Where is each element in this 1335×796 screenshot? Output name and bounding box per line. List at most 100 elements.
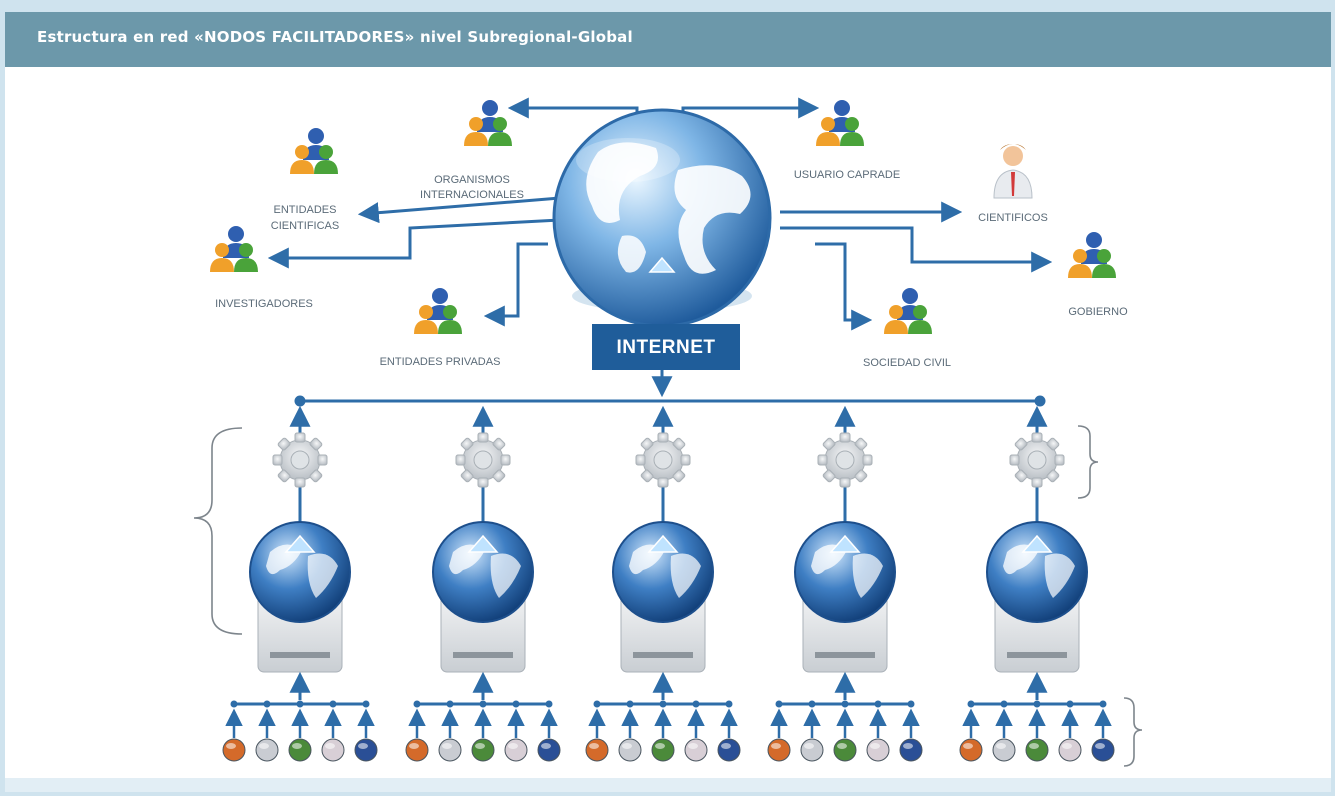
bus-joint	[545, 700, 553, 708]
node-ball-icon-red	[767, 738, 791, 762]
node-ball-icon-blue	[899, 738, 923, 762]
node-ball-icon-pink	[321, 738, 345, 762]
people-group-icon	[816, 100, 864, 146]
ball-shine	[292, 743, 302, 749]
ball-shine	[541, 743, 551, 749]
bus-joint	[329, 700, 337, 708]
node-ball-icon-pink	[866, 738, 890, 762]
facilitator-node	[405, 405, 561, 762]
node-ball-icon-green	[288, 738, 312, 762]
bus-joint	[659, 700, 667, 708]
bus-joint	[841, 700, 849, 708]
person-icon	[993, 144, 1033, 199]
ball-shine	[1062, 743, 1072, 749]
gear-icon	[272, 432, 328, 488]
bus-joint	[808, 700, 816, 708]
stakeholder-organismos: ORGANISMOS INTERNACIONALES	[420, 100, 524, 201]
facilitator-node	[585, 405, 741, 762]
node-ball-icon-red	[222, 738, 246, 762]
internet-globe-icon	[552, 108, 772, 328]
people-group-icon	[290, 128, 338, 174]
ball-shine	[1095, 743, 1105, 749]
gear-icon	[817, 432, 873, 488]
globe-arrow	[467, 534, 499, 553]
stakeholder-gobierno: GOBIERNO	[1068, 232, 1128, 318]
server-slot	[453, 652, 513, 658]
globe-icon	[432, 521, 534, 623]
node-ball-icon-white	[255, 738, 279, 762]
svg-text:ORGANISMOS: ORGANISMOS	[434, 174, 510, 186]
svg-text:SOCIEDAD CIVIL: SOCIEDAD CIVIL	[863, 357, 951, 369]
facilitator-node	[767, 405, 923, 762]
ball-shine	[655, 743, 665, 749]
ball-shine	[589, 743, 599, 749]
ball-shine	[475, 743, 485, 749]
svg-text:USUARIO CAPRADE: USUARIO CAPRADE	[794, 169, 900, 181]
ball-shine	[903, 743, 913, 749]
ball-shine	[259, 743, 269, 749]
node-ball-icon-white	[992, 738, 1016, 762]
server-slot	[815, 652, 875, 658]
svg-text:INTERNACIONALES: INTERNACIONALES	[420, 189, 524, 201]
globe-icon	[249, 521, 351, 623]
ball-shine	[963, 743, 973, 749]
people-group-icon	[884, 288, 932, 334]
stakeholder-entidades-privadas: ENTIDADES PRIVADAS	[380, 288, 501, 368]
node-ball-icon-blue	[717, 738, 741, 762]
brace-icon	[193, 427, 243, 635]
node-ball-icon-pink	[504, 738, 528, 762]
node-ball-icon-white	[618, 738, 642, 762]
bus-joint	[593, 700, 601, 708]
network-bus	[294, 370, 1046, 407]
node-ball-icon-pink	[684, 738, 708, 762]
stakeholder-sociedad-civil: SOCIEDAD CIVIL	[863, 288, 951, 369]
connection-lines-top	[267, 97, 1053, 331]
node-ball-icon-blue	[354, 738, 378, 762]
page-title: Estructura en red «NODOS FACILITADORES» …	[37, 28, 633, 46]
ball-shine	[804, 743, 814, 749]
bus-joint	[725, 700, 733, 708]
stakeholder-usuario-caprade: USUARIO CAPRADE	[794, 100, 900, 181]
node-ball-icon-red	[585, 738, 609, 762]
facilitator-node	[959, 405, 1115, 762]
node-ball-icon-red	[959, 738, 983, 762]
header-bar: Estructura en red «NODOS FACILITADORES» …	[5, 12, 1331, 67]
ball-shine	[442, 743, 452, 749]
ball-shine	[325, 743, 335, 749]
bus-joint	[692, 700, 700, 708]
bus-joint	[907, 700, 915, 708]
bus-joint	[362, 700, 370, 708]
globe-land	[1044, 553, 1075, 598]
bus-joint	[230, 700, 238, 708]
globe-icon	[986, 521, 1088, 623]
brace-icon	[1123, 697, 1143, 767]
stakeholder-entidades-cientificas: ENTIDADES CIENTIFICAS	[271, 128, 339, 232]
people-group-icon	[1068, 232, 1116, 278]
ball-shine	[409, 743, 419, 749]
brace-icon	[1077, 425, 1099, 499]
bottom-band	[0, 778, 1335, 796]
gear-icon	[1009, 432, 1065, 488]
node-ball-icon-pink	[1058, 738, 1082, 762]
bus-joint	[1000, 700, 1008, 708]
bus-joint	[263, 700, 271, 708]
svg-text:ENTIDADES: ENTIDADES	[274, 204, 337, 216]
svg-text:ENTIDADES PRIVADAS: ENTIDADES PRIVADAS	[380, 356, 501, 368]
ball-shine	[226, 743, 236, 749]
server-slot	[1007, 652, 1067, 658]
globe-icon	[794, 521, 896, 623]
globe-icon	[612, 521, 714, 623]
bus-joint	[296, 700, 304, 708]
bus-joint	[874, 700, 882, 708]
ball-shine	[870, 743, 880, 749]
node-ball-icon-white	[800, 738, 824, 762]
node-ball-icon-blue	[1091, 738, 1115, 762]
bus-joint	[413, 700, 421, 708]
bus-joint	[446, 700, 454, 708]
internet-label-box: INTERNET	[592, 324, 740, 370]
ball-shine	[837, 743, 847, 749]
facilitator-nodes	[222, 405, 1115, 762]
bus-joint	[967, 700, 975, 708]
node-ball-icon-green	[471, 738, 495, 762]
